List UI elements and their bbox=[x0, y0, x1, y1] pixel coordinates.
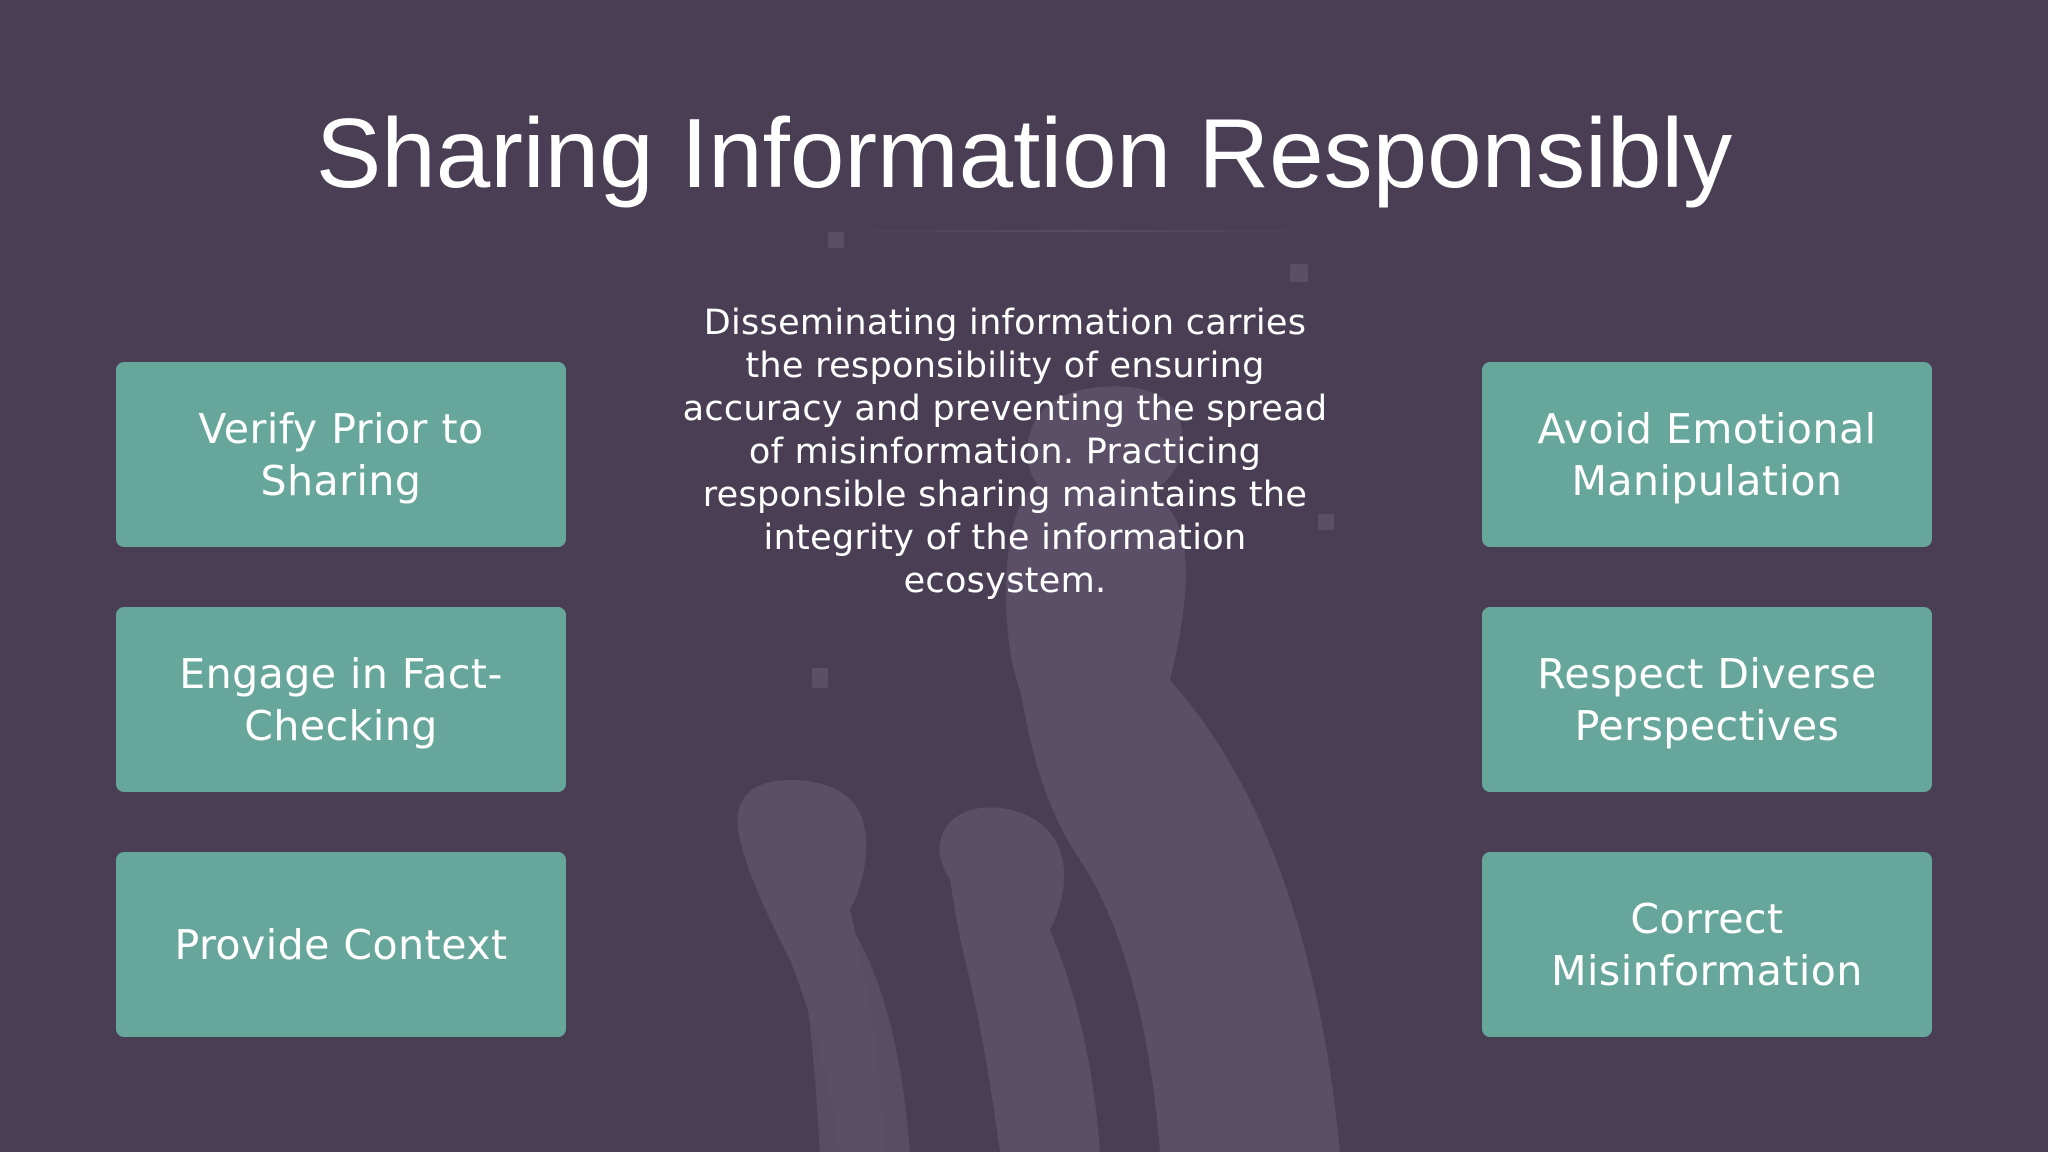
card-avoid-emotional-manipulation: Avoid Emotional Manipulation bbox=[1482, 362, 1932, 547]
card-label: Avoid Emotional Manipulation bbox=[1537, 404, 1877, 505]
card-label: Provide Context bbox=[174, 920, 508, 969]
card-respect-diverse-perspectives: Respect Diverse Perspectives bbox=[1482, 607, 1932, 792]
card-label: Engage in Fact-Checking bbox=[179, 649, 503, 750]
slide-title: Sharing Information Responsibly bbox=[315, 98, 1733, 208]
card-label: Respect Diverse Perspectives bbox=[1537, 649, 1877, 750]
card-label: Correct Misinformation bbox=[1551, 894, 1863, 995]
card-provide-context: Provide Context bbox=[116, 852, 566, 1037]
card-correct-misinformation: Correct Misinformation bbox=[1482, 852, 1932, 1037]
title-divider bbox=[830, 230, 1330, 232]
card-verify-prior-to-sharing: Verify Prior to Sharing bbox=[116, 362, 566, 547]
slide-body-text: Disseminating information carries the re… bbox=[682, 303, 1328, 601]
card-label: Verify Prior to Sharing bbox=[198, 404, 484, 505]
card-engage-in-fact-checking: Engage in Fact-Checking bbox=[116, 607, 566, 792]
